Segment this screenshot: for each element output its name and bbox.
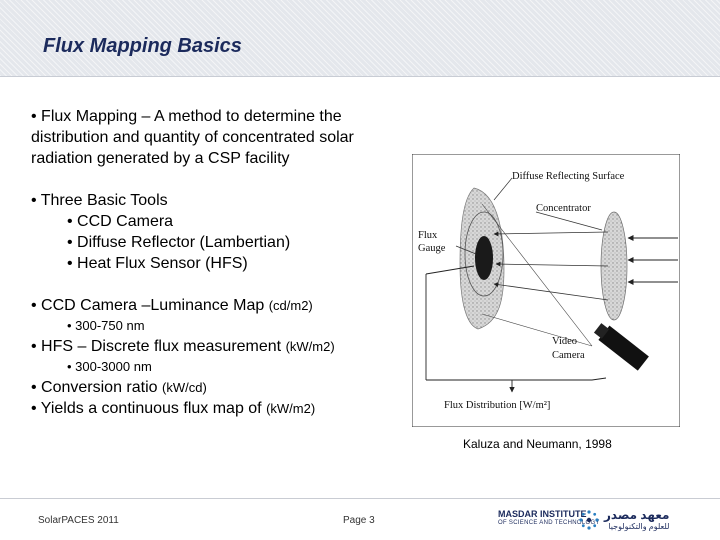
- slide-content: • Flux Mapping – A method to determine t…: [31, 106, 376, 419]
- conversion-unit: (kW/cd): [162, 380, 207, 395]
- bullet-conversion-ratio: • Conversion ratio (kW/cd): [31, 377, 376, 398]
- reflector-outline: [464, 211, 504, 297]
- label-flux-distribution: Flux Distribution [W/m²]: [444, 400, 550, 411]
- logo-star-icon: [579, 510, 599, 530]
- flux-map-unit: (kW/m2): [266, 401, 316, 416]
- bullet-ccd-luminance: • CCD Camera –Luminance Map (cd/m2): [31, 295, 376, 316]
- hfs-unit: (kW/m2): [285, 339, 335, 354]
- figure-border: [412, 154, 680, 427]
- label-video-camera-line2: Camera: [552, 350, 585, 361]
- tool-ccd-camera: • CCD Camera: [67, 213, 174, 230]
- label-video-camera-line1: Video: [552, 336, 577, 347]
- ccd-wavelength-range: • 300-750 nm: [67, 318, 145, 333]
- label-concentrator: Concentrator: [536, 203, 591, 214]
- signal-line-camera: [426, 377, 607, 381]
- flux-mapping-diagram: Diffuse Reflecting Surface Concentrator …: [412, 154, 680, 427]
- footer-conference: SolarPACES 2011: [38, 515, 119, 526]
- label-flux-gauge-line1: Flux: [418, 230, 438, 241]
- camera-view-line: [481, 313, 593, 347]
- bullet-flux-map: • Yields a continuous flux map of (kW/m2…: [31, 398, 376, 419]
- hfs-main-text: • HFS – Discrete flux measurement: [31, 338, 282, 355]
- ccd-main-text: • CCD Camera –Luminance Map: [31, 297, 265, 314]
- bullet-hfs: • HFS – Discrete flux measurement (kW/m2…: [31, 336, 376, 357]
- ccd-unit: (cd/m2): [268, 298, 313, 313]
- figure-caption: Kaluza and Neumann, 1998: [463, 437, 612, 451]
- flux-gauge-shape: [475, 236, 493, 280]
- label-diffuse-surface: Diffuse Reflecting Surface: [512, 171, 625, 182]
- reflected-ray: [493, 231, 609, 237]
- logo-line1: MASDAR INSTITUTE: [498, 509, 587, 519]
- signal-line-gauge: [425, 265, 475, 275]
- logo-line2: OF SCIENCE AND TECHNOLOGY: [498, 520, 600, 526]
- bullet-flux-mapping: • Flux Mapping – A method to determine t…: [31, 108, 354, 167]
- masdar-logo: MASDAR INSTITUTE OF SCIENCE AND TECHNOLO…: [498, 505, 698, 533]
- video-camera-shape: [593, 323, 649, 371]
- logo-arabic-text: معهد مصدر للعلوم والتكنولوجيا: [604, 509, 669, 533]
- tool-heat-flux-sensor: • Heat Flux Sensor (HFS): [67, 255, 248, 272]
- slide-title: Flux Mapping Basics: [43, 35, 242, 57]
- pointer-concentrator: [535, 211, 603, 231]
- reflected-ray: [495, 261, 609, 267]
- label-flux-gauge-line2: Gauge: [418, 243, 446, 254]
- tool-diffuse-reflector: • Diffuse Reflector (Lambertian): [67, 234, 291, 251]
- flux-map-main-text: • Yields a continuous flux map of: [31, 400, 262, 417]
- bullet-three-tools: • Three Basic Tools: [31, 192, 168, 209]
- logo-arabic-line1: معهد مصدر: [604, 508, 670, 522]
- camera-view-line: [481, 203, 593, 347]
- footer-divider: [0, 498, 720, 499]
- hfs-wavelength-range: • 300-3000 nm: [67, 359, 152, 374]
- conversion-main-text: • Conversion ratio: [31, 379, 158, 396]
- pointer-gauge: [455, 245, 477, 255]
- logo-latin-text: MASDAR INSTITUTE OF SCIENCE AND TECHNOLO…: [498, 510, 600, 528]
- pointer-surface: [493, 177, 513, 201]
- reflected-ray: [493, 282, 609, 301]
- header-band: Flux Mapping Basics: [0, 0, 720, 77]
- logo-arabic-line2: للعلوم والتكنولوجيا: [608, 522, 670, 531]
- page-number: Page 3: [343, 515, 375, 526]
